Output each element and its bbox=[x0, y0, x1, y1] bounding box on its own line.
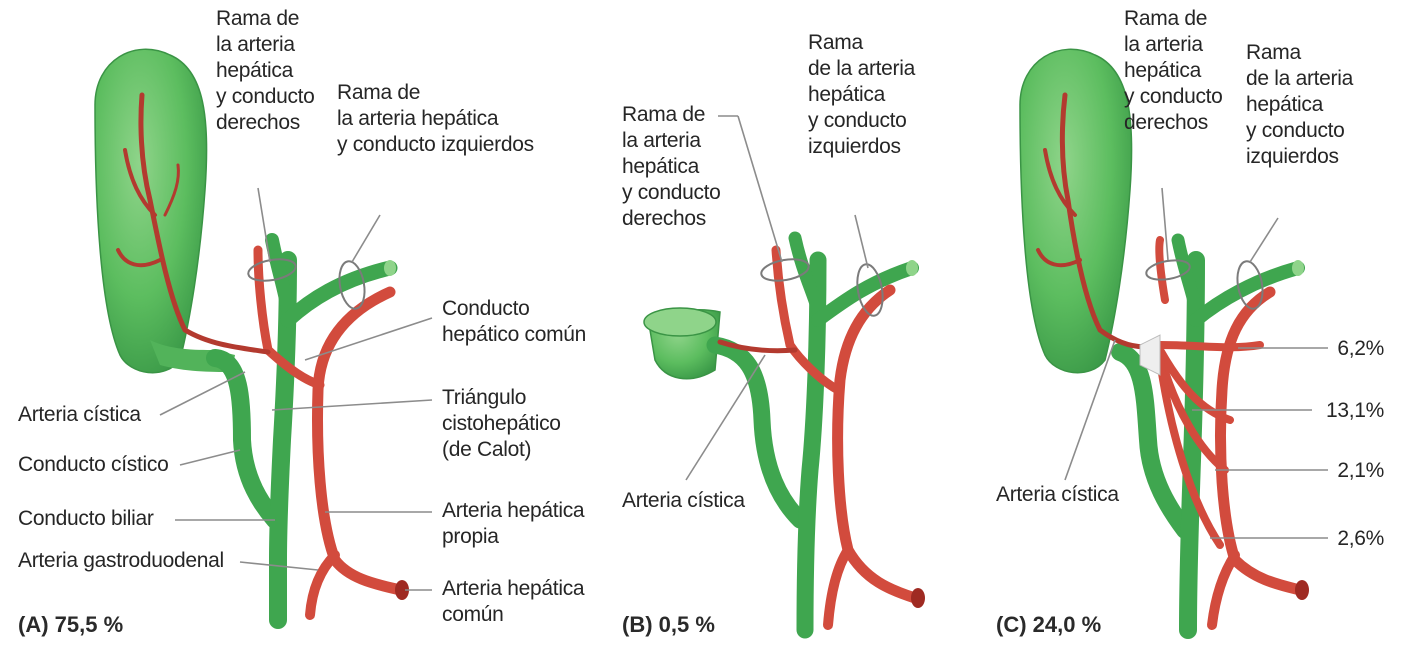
caption-panel-b: (B) 0,5 % bbox=[622, 612, 715, 638]
label-bile-duct: Conducto biliar bbox=[18, 506, 154, 532]
label-proper-hepatic-artery: Arteria hepática propia bbox=[442, 498, 584, 550]
label-common-hepatic-artery: Arteria hepática común bbox=[442, 576, 584, 628]
percentage-label: 6,2% bbox=[1318, 336, 1384, 362]
gastroduodenal-artery bbox=[310, 555, 335, 615]
label-cystic-artery-b: Arteria cística bbox=[622, 488, 745, 514]
caption-panel-c: (C) 24,0 % bbox=[996, 612, 1101, 638]
proper-hepatic-artery bbox=[1221, 292, 1300, 590]
percentage-label: 2,6% bbox=[1318, 526, 1384, 552]
label-right-hepatic-branch-a: Rama de la arteria hepática y conducto d… bbox=[216, 6, 315, 136]
label-left-hepatic-branch-b: Rama de la arteria hepática y conducto i… bbox=[808, 30, 915, 160]
label-left-hepatic-branch-a: Rama de la arteria hepática y conducto i… bbox=[337, 80, 534, 158]
caption-panel-a: (A) 75,5 % bbox=[18, 612, 123, 638]
label-right-hepatic-branch-b: Rama de la arteria hepática y conducto d… bbox=[622, 102, 721, 232]
label-cystic-artery-a: Arteria cística bbox=[18, 402, 141, 428]
percentage-label: 2,1% bbox=[1318, 458, 1384, 484]
proper-hepatic-artery bbox=[318, 292, 400, 590]
label-cystic-duct: Conducto cístico bbox=[18, 452, 168, 478]
label-left-hepatic-branch-c: Rama de la arteria hepática y conducto i… bbox=[1246, 40, 1353, 170]
percentage-label: 13,1% bbox=[1304, 398, 1384, 424]
label-gastroduodenal-artery: Arteria gastroduodenal bbox=[18, 548, 224, 574]
label-right-hepatic-branch-c: Rama de la arteria hepática y conducto d… bbox=[1124, 6, 1223, 136]
label-cystic-artery-c: Arteria cística bbox=[996, 482, 1119, 508]
label-common-hepatic-duct: Conducto hepático común bbox=[442, 296, 586, 348]
label-calot-triangle: Triángulo cistohepático (de Calot) bbox=[442, 385, 561, 463]
right-hepatic-duct bbox=[272, 240, 288, 310]
gallbladder bbox=[1020, 49, 1132, 372]
